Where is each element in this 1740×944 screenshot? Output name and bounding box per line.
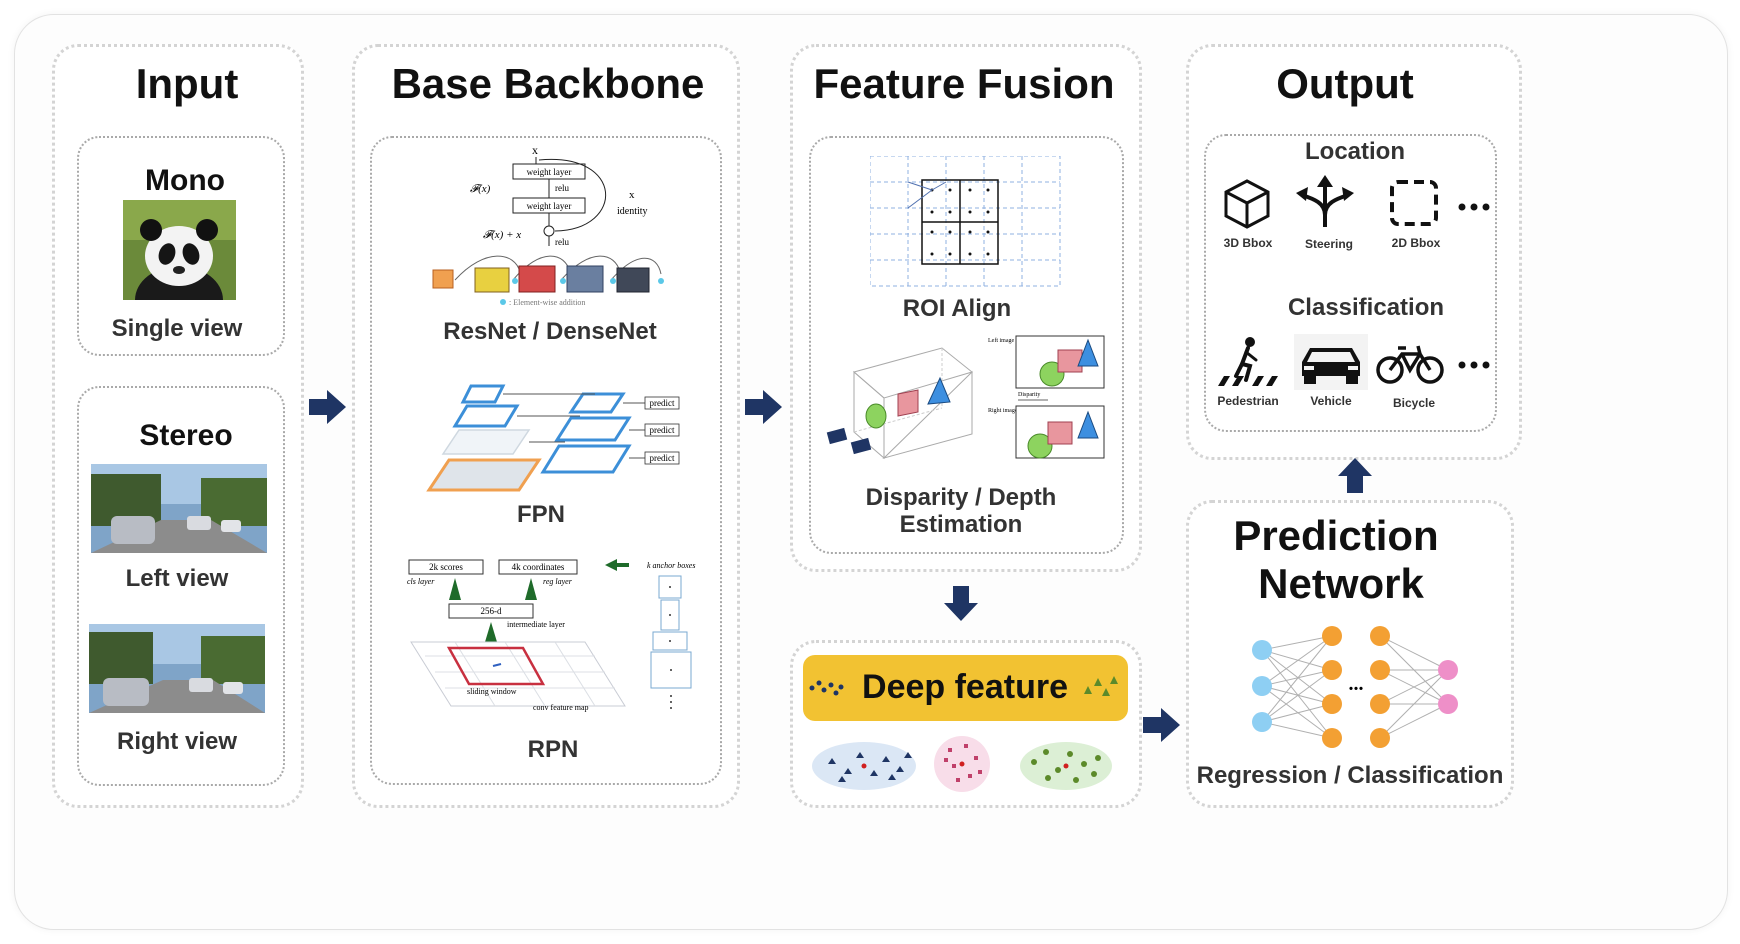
svg-text:2k scores: 2k scores — [429, 562, 463, 572]
fpn-diagram: predict predict predict — [426, 384, 680, 492]
svg-text:cls layer: cls layer — [407, 577, 435, 586]
svg-text:x: x — [532, 143, 538, 157]
svg-text:𝓕(x) + x: 𝓕(x) + x — [483, 229, 521, 241]
location-item-steering: Steering — [1304, 237, 1353, 251]
arrow-right-icon — [1143, 708, 1180, 742]
prediction-title-line2: Network — [1258, 560, 1424, 607]
svg-text:weight layer: weight layer — [527, 167, 572, 177]
prediction-caption: Regression / Classification — [1196, 762, 1504, 789]
backbone-title: Base Backbone — [391, 60, 705, 107]
svg-text:sliding window: sliding window — [467, 687, 517, 696]
svg-text:intermediate layer: intermediate layer — [507, 620, 565, 629]
svg-text:Left image: Left image — [988, 337, 1014, 344]
location-item-2d-bbox: 2D Bbox — [1391, 236, 1441, 250]
disparity-caption-line1: Disparity / Depth — [865, 484, 1057, 511]
svg-text:x: x — [629, 189, 635, 201]
svg-text:predict: predict — [650, 453, 675, 463]
steering-icon — [1296, 175, 1354, 227]
svg-text:4k coordinates: 4k coordinates — [512, 562, 565, 572]
mono-caption: Single view — [111, 315, 243, 342]
panda-image — [123, 200, 236, 300]
svg-text:256-d: 256-d — [481, 606, 502, 616]
pedestrian-icon — [1218, 337, 1278, 386]
location-title: Location — [1305, 138, 1405, 165]
scatter-dots-icon — [809, 680, 844, 696]
arrow-right-icon — [745, 390, 782, 424]
left-view-caption: Left view — [125, 565, 229, 592]
svg-text:relu: relu — [555, 183, 569, 193]
more-dots-icon — [1458, 203, 1490, 211]
deep-feature-banner — [803, 655, 1128, 721]
prediction-panel — [1186, 500, 1514, 808]
resnet-diagram: x weight layer relu weight layer relu 𝓕(… — [432, 143, 664, 307]
classification-item-pedestrian: Pedestrian — [1217, 394, 1279, 408]
input-title: Input — [135, 60, 239, 107]
roi-align-diagram — [870, 156, 1061, 287]
rpn-diagram: 2k scores 4k coordinates cls layer reg l… — [407, 559, 695, 712]
rpn-caption: RPN — [527, 736, 579, 763]
svg-text:k anchor boxes: k anchor boxes — [647, 561, 695, 570]
svg-text:predict: predict — [650, 398, 675, 408]
2d-bbox-icon — [1390, 180, 1438, 226]
classification-item-vehicle: Vehicle — [1310, 394, 1352, 408]
svg-text:reg layer: reg layer — [543, 577, 573, 586]
svg-text:weight layer: weight layer — [527, 201, 572, 211]
svg-text:relu: relu — [555, 237, 569, 247]
fusion-title: Feature Fusion — [813, 60, 1115, 107]
arrow-right-icon — [309, 390, 346, 424]
svg-text:predict: predict — [650, 425, 675, 435]
fpn-caption: FPN — [517, 501, 565, 528]
scatter-triangles-icon — [1084, 676, 1118, 696]
svg-text:: Element-wise addition: : Element-wise addition — [509, 298, 585, 307]
svg-text:conv feature map: conv feature map — [533, 703, 589, 712]
location-item-3d-bbox: 3D Bbox — [1223, 236, 1273, 250]
left-view-image — [91, 464, 267, 553]
disparity-caption-line2: Estimation — [899, 511, 1023, 538]
bicycle-icon — [1376, 345, 1444, 384]
cube-icon — [1224, 179, 1270, 229]
arrow-down-icon — [944, 586, 978, 621]
resnet-caption: ResNet / DenseNet — [443, 318, 657, 345]
right-view-caption: Right view — [116, 728, 237, 755]
disparity-diagram: Left image Disparity Right image — [826, 335, 1105, 460]
feature-clusters — [812, 736, 1112, 792]
stereo-box — [77, 386, 285, 786]
output-title: Output — [1276, 60, 1414, 107]
classification-title: Classification — [1287, 294, 1445, 321]
classification-item-bicycle: Bicycle — [1392, 396, 1436, 410]
svg-text:Disparity: Disparity — [1018, 392, 1040, 398]
prediction-title-line1: Prediction — [1233, 512, 1439, 559]
roi-align-caption: ROI Align — [902, 295, 1012, 322]
more-dots-icon — [1458, 361, 1490, 369]
right-view-image — [89, 624, 265, 713]
mono-title: Mono — [145, 164, 225, 197]
svg-text:Right image: Right image — [988, 408, 1018, 414]
svg-text:identity: identity — [617, 206, 648, 217]
vehicle-icon — [1294, 334, 1368, 390]
neural-network-diagram: ... — [1252, 626, 1458, 748]
svg-text:...: ... — [1349, 673, 1364, 695]
arrow-up-icon — [1338, 458, 1372, 493]
deep-feature-label: Deep feature — [862, 668, 1068, 706]
svg-text:𝓕(x): 𝓕(x) — [470, 183, 491, 195]
stereo-title: Stereo — [139, 419, 233, 452]
